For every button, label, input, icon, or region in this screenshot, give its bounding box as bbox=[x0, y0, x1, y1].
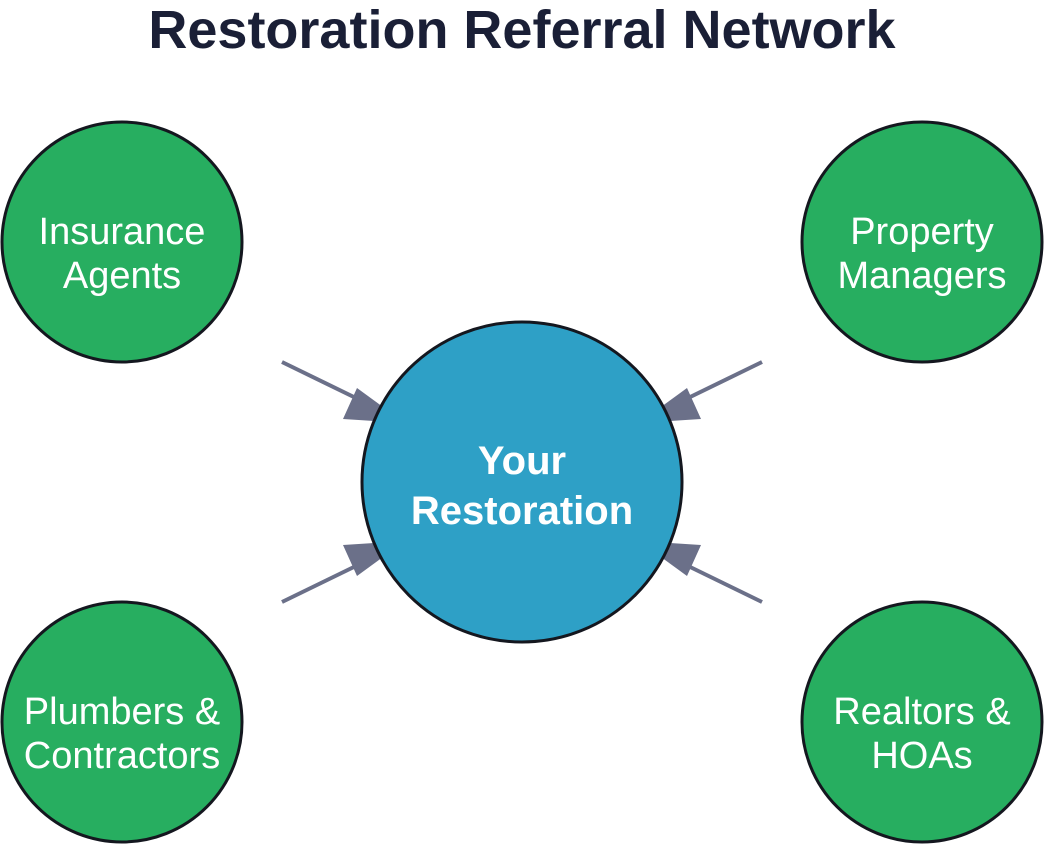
node-label-line-1: Realtors & bbox=[833, 691, 1010, 733]
node-label-line-1: Plumbers & bbox=[24, 691, 220, 733]
node-plumbers-contractors: Plumbers & Contractors bbox=[0, 600, 244, 844]
diagram-title: Restoration Referral Network bbox=[148, 0, 896, 60]
node-insurance-agents: Insurance Agents bbox=[0, 120, 244, 364]
center-label-line-1: Your bbox=[478, 439, 566, 483]
node-property-managers: Property Managers bbox=[800, 120, 1044, 364]
center-node: Your Restoration bbox=[360, 320, 684, 644]
node-label-line-1: Property bbox=[850, 211, 994, 253]
node-label-line-2: HOAs bbox=[871, 735, 972, 777]
node-label-line-2: Contractors bbox=[24, 735, 220, 777]
node-label-line-1: Insurance bbox=[39, 211, 206, 253]
center-label-line-2: Restoration bbox=[411, 489, 633, 533]
node-label-line-2: Agents bbox=[63, 255, 181, 297]
node-realtors-hoas: Realtors & HOAs bbox=[800, 600, 1044, 844]
node-label-line-2: Managers bbox=[838, 255, 1007, 297]
